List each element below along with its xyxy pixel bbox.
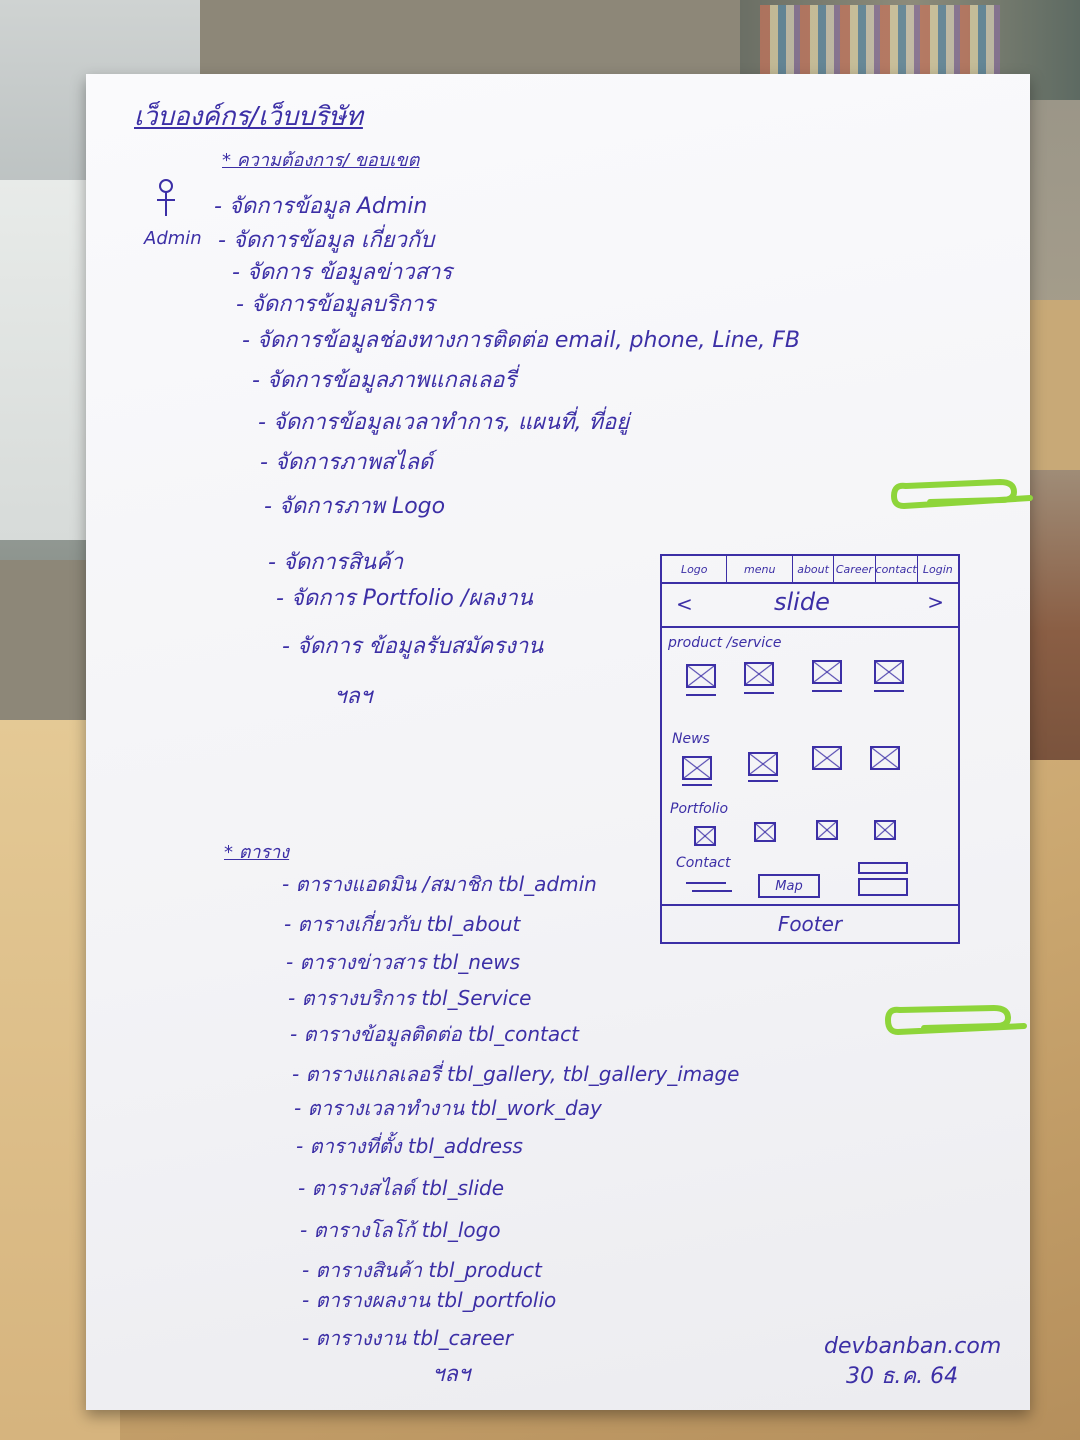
wireframe-image-placeholder	[754, 822, 776, 842]
wireframe-arrow-right: >	[927, 590, 944, 614]
wireframe-contact-label: Contact	[676, 855, 731, 871]
admin-task: - จัดการสินค้า	[268, 550, 404, 575]
wireframe-image-placeholder	[874, 660, 904, 684]
wireframe-nav-login: Login	[922, 562, 953, 576]
wireframe-image-placeholder	[812, 660, 842, 684]
wireframe-map: Map	[758, 874, 820, 898]
wireframe-text-line	[686, 882, 726, 884]
admin-task: - จัดการภาพ Logo	[264, 494, 446, 519]
admin-task: - จัดการข้อมูล Admin	[214, 194, 428, 219]
admin-task: - จัดการข้อมูลภาพแกลเลอรี่	[252, 368, 517, 393]
table-item: - ตารางโลโก้ tbl_logo	[300, 1218, 501, 1242]
wireframe-text-line	[686, 694, 716, 696]
wireframe-image-placeholder	[694, 826, 716, 846]
signature-site: devbanban.com	[824, 1334, 1002, 1359]
wireframe-image-placeholder	[748, 752, 778, 776]
green-paperclip	[884, 1004, 1027, 1036]
wireframe-product-label: product /service	[668, 635, 782, 651]
green-paperclip	[890, 478, 1033, 510]
admin-task: - จัดการข้อมูลเวลาทำการ, แผนที่, ที่อยู่	[258, 410, 630, 435]
wireframe-image-placeholder	[686, 664, 716, 688]
requirements-heading: * ความต้องการ/ ขอบเขต	[222, 150, 420, 171]
table-item: - ตารางเกี่ยวกับ tbl_about	[284, 912, 521, 936]
wireframe-text-line	[692, 890, 732, 892]
admin-task: - จัดการภาพสไลด์	[260, 450, 434, 475]
table-item: - ตารางแกลเลอรี่ tbl_gallery, tbl_galler…	[292, 1062, 740, 1086]
wireframe-nav-about: about	[793, 556, 835, 582]
wireframe-news-label: News	[672, 731, 710, 747]
tables-heading: * ตาราง	[224, 842, 290, 863]
wireframe-nav-contact: contact	[876, 556, 918, 582]
table-item: - ตารางงาน tbl_career	[302, 1326, 513, 1350]
table-item: - ตารางบริการ tbl_Service	[288, 986, 532, 1010]
wireframe-image-placeholder	[812, 746, 842, 770]
wireframe-nav-menu: menu	[727, 556, 793, 582]
signature-date: 30 ธ.ค. 64	[846, 1364, 959, 1389]
wireframe-form-field	[858, 862, 908, 874]
wireframe-image-placeholder	[874, 820, 896, 840]
wireframe-text-line	[744, 692, 774, 694]
admin-task: - จัดการ Portfolio /ผลงาน	[276, 586, 533, 611]
table-item: - ตารางผลงาน tbl_portfolio	[302, 1288, 557, 1312]
wireframe-nav: Logo menu about Career contact Login	[662, 556, 958, 584]
table-item: - ตารางสินค้า tbl_product	[302, 1258, 542, 1282]
background-desk	[1030, 300, 1080, 470]
admin-task: - จัดการข้อมูล เกี่ยวกับ	[218, 228, 435, 253]
table-item: - ตารางสไลด์ tbl_slide	[298, 1176, 505, 1200]
tasks-etc: ฯลฯ	[334, 684, 373, 709]
wireframe-image-placeholder	[744, 662, 774, 686]
admin-task: - จัดการ ข้อมูลรับสมัครงาน	[282, 634, 544, 659]
wireframe-nav-logo: Logo	[662, 556, 728, 582]
admin-task: - จัดการข้อมูลบริการ	[236, 292, 436, 317]
table-item: - ตารางที่ตั้ง tbl_address	[296, 1134, 523, 1158]
wireframe-text-line	[682, 784, 712, 786]
admin-person-icon	[157, 179, 175, 216]
tables-etc: ฯลฯ	[432, 1362, 471, 1387]
admin-label: Admin	[144, 228, 202, 249]
wireframe-image-placeholder	[870, 746, 900, 770]
table-item: - ตารางข่าวสาร tbl_news	[286, 950, 521, 974]
wireframe-nav-career: Career	[834, 556, 876, 582]
wireframe-image-placeholder	[816, 820, 838, 840]
table-item: - ตารางแอดมิน /สมาชิก tbl_admin	[282, 872, 597, 896]
wireframe-portfolio-label: Portfolio	[670, 801, 729, 817]
admin-task: - จัดการ ข้อมูลข่าวสาร	[232, 260, 453, 285]
table-item: - ตารางเวลาทำงาน tbl_work_day	[294, 1096, 602, 1120]
wireframe-form-field	[858, 878, 908, 896]
page-title: เว็บองค์กร/เว็บบริษัท	[134, 102, 363, 132]
wireframe-text-line	[748, 780, 778, 782]
wireframe-text-line	[874, 690, 904, 692]
table-item: - ตารางข้อมูลติดต่อ tbl_contact	[290, 1022, 579, 1046]
wireframe-text-line	[812, 690, 842, 692]
wireframe-image-placeholder	[682, 756, 712, 780]
wireframe-slider: < slide >	[662, 582, 958, 628]
wireframe-slide-label: slide	[774, 588, 830, 616]
website-wireframe: Logo menu about Career contact Login < s…	[660, 554, 960, 944]
wireframe-footer: Footer	[662, 904, 958, 942]
wireframe-arrow-left: <	[676, 592, 693, 616]
admin-task: - จัดการข้อมูลช่องทางการติดต่อ email, ph…	[242, 328, 800, 353]
paper-sheet: เว็บองค์กร/เว็บบริษัท * ความต้องการ/ ขอบ…	[86, 74, 1030, 1410]
